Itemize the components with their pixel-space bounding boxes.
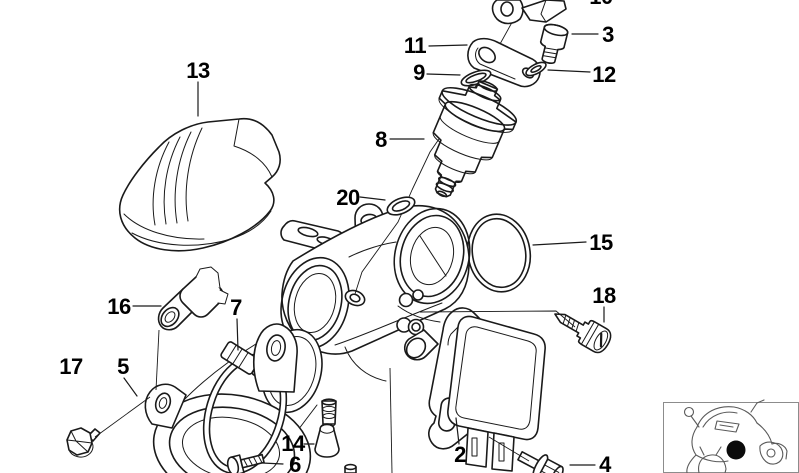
callout-7: 7 bbox=[230, 295, 242, 320]
small-plug-part bbox=[344, 463, 357, 473]
callout-leaders bbox=[123, 33, 605, 466]
callout-11: 11 bbox=[404, 33, 427, 58]
callout-17: 17 bbox=[59, 354, 83, 379]
pointer-lines bbox=[94, 310, 576, 473]
holder-plate-part bbox=[467, 37, 541, 88]
throttle-position-sensor-part bbox=[428, 307, 546, 472]
callout-9: 9 bbox=[413, 60, 425, 85]
callout-2: 2 bbox=[454, 442, 466, 467]
callout-12: 12 bbox=[592, 62, 616, 87]
washer-part-12 bbox=[525, 61, 547, 77]
callout-20: 20 bbox=[336, 185, 360, 210]
callout-16: 16 bbox=[107, 294, 131, 319]
fuel-line-bracket-part bbox=[491, 0, 567, 25]
protective-cap-part bbox=[314, 423, 340, 458]
screw-part-4 bbox=[517, 451, 564, 473]
fuel-injector-part bbox=[432, 80, 518, 198]
air-temp-sensor-part bbox=[157, 266, 229, 331]
intake-flange-ears bbox=[144, 323, 298, 429]
hex-bolt-part-17 bbox=[66, 427, 101, 458]
cover-part bbox=[118, 117, 281, 252]
callout-4: 4 bbox=[599, 452, 612, 473]
callout-15: 15 bbox=[589, 230, 613, 255]
callout-3: 3 bbox=[602, 22, 614, 47]
screw-part-3 bbox=[539, 23, 569, 65]
location-dot-icon bbox=[726, 440, 746, 460]
callout-labels: 13 11 9 3 12 8 20 15 16 7 18 17 5 2 14 6… bbox=[59, 0, 616, 473]
o-ring-part-15 bbox=[466, 213, 532, 293]
inset-border bbox=[663, 402, 799, 473]
callout-13: 13 bbox=[186, 58, 210, 83]
scooter-icon bbox=[683, 399, 788, 473]
o-ring-part-20 bbox=[386, 196, 416, 216]
screw-part-6 bbox=[226, 453, 265, 473]
throttle-body-part bbox=[280, 203, 471, 427]
callout-5: 5 bbox=[117, 354, 129, 379]
callout-8: 8 bbox=[375, 127, 387, 152]
callout-10: 10 bbox=[589, 0, 613, 9]
intake-flange-part bbox=[152, 393, 312, 473]
vehicle-location-inset bbox=[663, 399, 799, 473]
callout-6: 6 bbox=[289, 452, 301, 473]
screw-plug-part-18 bbox=[554, 313, 612, 354]
callout-18: 18 bbox=[592, 283, 616, 308]
callout-14: 14 bbox=[281, 431, 306, 456]
